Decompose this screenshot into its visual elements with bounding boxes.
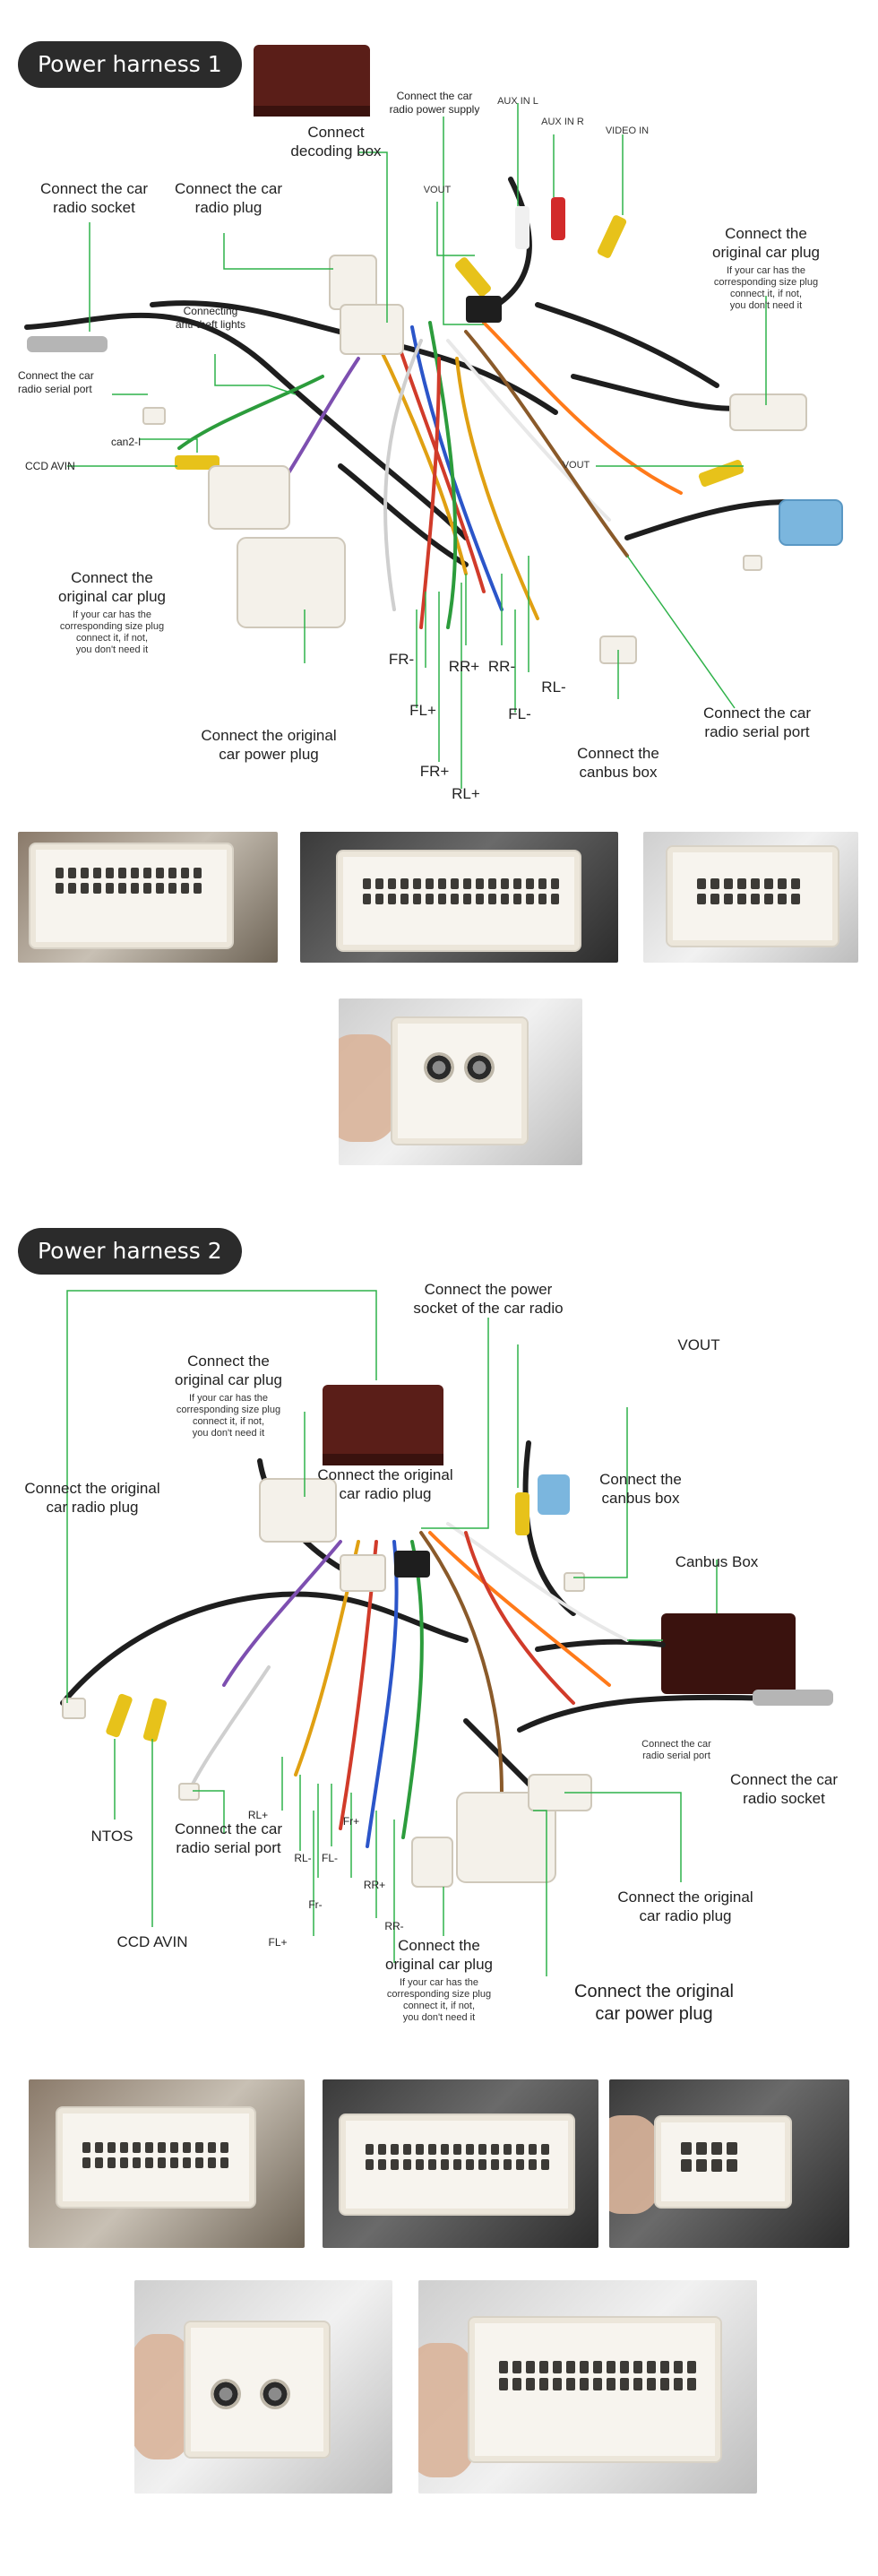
label-fr-minus-2: Fr- [308,1898,323,1911]
label-vout-2: VOUT [677,1336,720,1353]
label-ntos: NTOS [90,1828,133,1845]
decoding-box [254,45,370,117]
label-serial-port-left: Connect the car radio serial port [18,369,94,395]
label-orig-plug-bottom: Connect the original car plug If your ca… [384,1937,493,2023]
label-can2: can2-I [111,436,142,448]
label-fr-minus: FR- [388,651,415,668]
white-plugs [62,1478,592,1888]
label-canbus-box-device: Canbus Box [675,1553,759,1570]
label-fr-plus: FR+ [419,763,450,780]
harness-1-photo-2 [300,832,618,963]
harness-2-photo-4 [134,2280,392,2494]
label-fl-plus-2: FL+ [268,1936,288,1949]
harness-2-diagram [60,1290,833,1976]
harness-2-title: Power harness 2 [18,1228,242,1275]
label-rl-plus-2: RL+ [247,1809,269,1821]
label-orig-radio-plug-left: Connect the original car radio plug [24,1480,160,1516]
label-rr-plus: RR+ [448,658,480,675]
leader-lines [66,1290,718,1976]
label-fr-plus-2: Fr+ [342,1815,360,1828]
label-serial-port-right: Connect the car radio serial port [702,705,811,740]
leader-lines [67,103,767,789]
label-decoding-box: Connect decoding box [290,124,382,160]
label-rr-minus-2: RR- [384,1920,404,1932]
canbus-box-device [661,1613,796,1694]
radio-socket-plug [27,336,108,352]
harness-1-photo-4 [339,998,582,1165]
label-vout-right: VOUT [562,460,590,471]
label-orig-radio-plug-right: Connect the original car radio plug [617,1889,753,1924]
harness-1-diagram [24,45,843,789]
harness-1-title: Power harness 1 [18,41,242,88]
label-vout-top: VOUT [423,185,452,195]
label-orig-power-plug: Connect the original car power plug [201,727,337,763]
label-fl-minus-2: FL- [322,1852,338,1864]
harness-2-photo-2 [323,2079,598,2248]
label-orig-radio-plug-mid: Connect the original car radio plug [317,1466,453,1502]
label-fl-plus: FL+ [409,702,436,719]
label-antitheft: Connecting anti-theft lights [175,305,246,331]
label-fl-minus: FL- [508,705,531,722]
label-ccd-avin: CCD AVIN [25,460,75,472]
harness-1-photo-1 [18,832,278,963]
label-aux-r: AUX IN R [541,117,584,127]
label-serial-port-2: Connect the car radio serial port [174,1820,282,1856]
label-aux-l: AUX IN L [497,96,538,107]
label-orig-plug-left: Connect the original car plug If your ca… [57,569,166,655]
harness-1-section: Power harness 1 [0,0,878,1201]
label-radio-plug: Connect the car radio plug [174,180,282,216]
label-radio-power: Connect the car radio power supply [389,90,480,116]
label-power-socket: Connect the power socket of the car radi… [413,1281,564,1317]
label-rl-minus-2: RL- [294,1852,312,1864]
label-canbus-box: Connect the canbus box [577,745,659,781]
label-orig-plug-top: Connect the original car plug If your ca… [174,1353,282,1439]
blue-plug [779,499,843,546]
label-orig-power-plug-2: Connect the original car power plug [574,1982,734,2024]
label-orig-plug-right: Connect the original car plug If your ca… [711,225,820,311]
white-plugs [142,255,807,664]
harness-2-photo-5 [418,2280,757,2494]
harness-2-photo-3 [609,2079,849,2248]
harness-2-section: Power harness 2 [0,1219,878,2576]
label-ccd-avin-2: CCD AVIN [116,1933,188,1950]
harness-1-photo-3 [643,832,858,963]
label-serial-port-small: Connect the car radio serial port [641,1739,711,1761]
harness-2-decoder-box [323,1385,443,1465]
label-video-in: VIDEO IN [605,125,650,136]
harness-2-photo-1 [29,2079,305,2248]
label-radio-socket: Connect the car radio socket [39,180,148,216]
label-rl-minus: RL- [541,679,566,696]
rca-connectors [175,197,745,487]
label-rl-plus: RL+ [452,785,480,802]
label-rr-plus-2: RR+ [363,1879,386,1891]
label-rr-minus: RR- [487,658,516,675]
label-radio-socket-2: Connect the car radio socket [729,1771,838,1807]
label-canbus-box-2: Connect the canbus box [599,1471,682,1507]
